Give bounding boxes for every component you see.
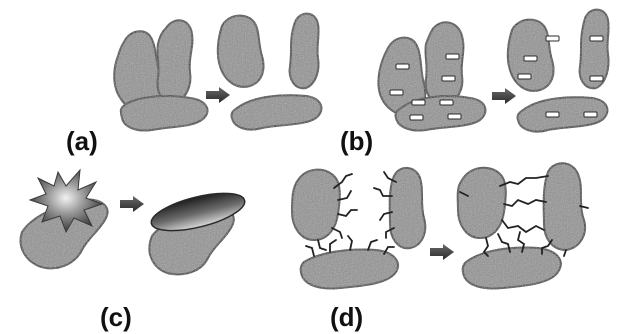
- polymer-chain: [348, 236, 352, 250]
- polymer-bridge: [500, 176, 548, 186]
- polymer-bridge: [502, 220, 544, 232]
- panel-label-d: (d): [330, 302, 363, 332]
- polymer-chain: [330, 240, 336, 252]
- particle: [157, 20, 192, 102]
- minus-charge-icon: [590, 76, 603, 81]
- right-arrow-icon: [492, 88, 516, 104]
- particle: [290, 14, 319, 89]
- panel-a: (a): [66, 14, 321, 156]
- panel-b: (b): [340, 10, 609, 156]
- minus-charge-icon: [518, 74, 531, 79]
- panel-d: (d): [292, 163, 588, 332]
- minus-charge-icon: [584, 112, 597, 117]
- particle: [301, 250, 398, 289]
- minus-charge-icon: [442, 76, 455, 81]
- right-arrow-icon: [120, 196, 144, 212]
- panel-label-b: (b): [340, 126, 373, 156]
- minus-charge-icon: [448, 114, 461, 119]
- panel-label-c: (c): [100, 302, 132, 332]
- minus-charge-icon: [524, 56, 537, 61]
- particle: [121, 96, 208, 131]
- particle: [544, 163, 585, 250]
- minus-charge-icon: [410, 115, 423, 120]
- polymer-chain: [338, 210, 357, 216]
- particle: [292, 170, 340, 240]
- right-arrow-icon: [430, 244, 454, 260]
- particle: [463, 248, 561, 289]
- polymer-bridge: [504, 200, 546, 206]
- minus-charge-icon: [446, 54, 459, 59]
- minus-charge-icon: [440, 100, 453, 105]
- minus-charge-icon: [546, 112, 559, 117]
- particle: [508, 20, 554, 91]
- panel-label-a: (a): [66, 126, 98, 156]
- particle: [425, 22, 463, 104]
- minus-charge-icon: [546, 36, 559, 41]
- particle: [231, 95, 321, 129]
- right-arrow-icon: [206, 87, 230, 103]
- particle: [218, 16, 264, 87]
- polymer-chain: [368, 240, 377, 250]
- polymer-chain: [318, 240, 326, 250]
- minus-charge-icon: [590, 36, 603, 41]
- minus-charge-icon: [390, 90, 403, 95]
- polymer-chain: [306, 246, 314, 256]
- minus-charge-icon: [396, 64, 409, 69]
- particle: [458, 168, 506, 238]
- minus-charge-icon: [412, 100, 425, 105]
- particle: [390, 168, 426, 248]
- panel-c: (c): [21, 170, 249, 332]
- polymer-chain: [332, 228, 342, 238]
